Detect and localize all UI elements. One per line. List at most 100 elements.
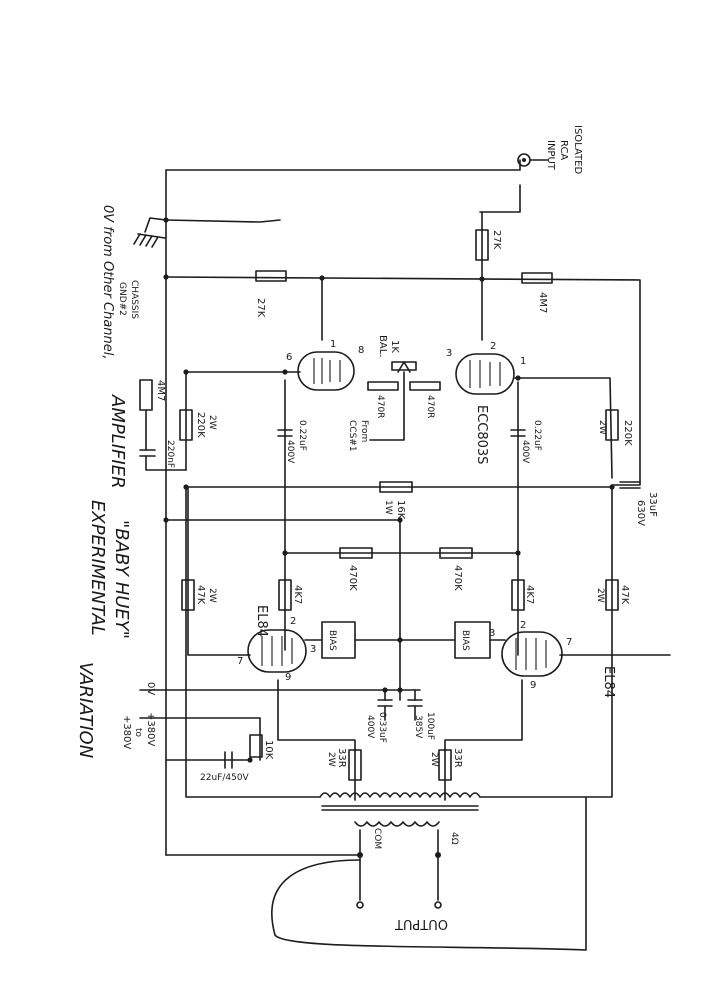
- label-cap-psu: 22uF/450V: [200, 773, 250, 783]
- bias-label-right: BIAS: [460, 630, 470, 651]
- label-cap-220nf: 220nF: [165, 440, 175, 468]
- resistor-4k7-right: [511, 579, 525, 611]
- label-47k-right: 47K: [619, 585, 630, 605]
- label-cap-bias-a: 0.33uF: [377, 712, 387, 743]
- el84-left-label: EL84: [254, 605, 269, 637]
- tube-el84-right: [501, 631, 563, 677]
- resistor-470r-left: [367, 381, 399, 391]
- other-channel-note: 0V from Other Channel,: [100, 205, 115, 360]
- label-cap-bias-b-v: 385V: [413, 715, 423, 739]
- supply-hv: +380V: [145, 712, 156, 746]
- resistor-33r-right: [438, 749, 452, 781]
- title-mid: EXPERIMENTAL: [87, 500, 108, 636]
- rca-input-jack: [517, 153, 549, 167]
- label-220k-left: 220K: [195, 412, 206, 438]
- balance-value: 1K: [389, 340, 400, 353]
- bias-label-left: BIAS: [327, 630, 337, 651]
- supply-0v: 0V: [145, 682, 156, 695]
- output-com: COM: [372, 828, 382, 849]
- tube-ecc803s-left: [297, 351, 355, 391]
- chassis-label: CHASSIS: [129, 280, 139, 319]
- label-cap-33uf: 33uF: [647, 492, 658, 517]
- label-cap-b: 0.22uF: [532, 420, 542, 451]
- label-cap-bias-b: 100uF: [425, 712, 435, 740]
- label-cap-a: 0.22uF: [297, 420, 307, 451]
- el84-right-pin-7: 7: [566, 637, 572, 648]
- resistor-47k-right: [605, 579, 619, 611]
- from-ccs-1: From: [359, 420, 369, 442]
- bias-box-right: [454, 621, 491, 659]
- output-ohms: 4Ω: [449, 832, 459, 845]
- title-bottom: VARIATION: [75, 662, 96, 758]
- label-47k-right-w: 2W: [595, 588, 605, 603]
- label-33r-right-w: 2W: [429, 752, 439, 767]
- supply-to: to: [133, 728, 143, 738]
- label-33r-right: 33R: [452, 748, 463, 768]
- label-470r-right: 470R: [425, 395, 435, 418]
- wiring: [139, 159, 671, 951]
- chassis-gnd-label: GND#2: [117, 282, 127, 316]
- output-transformer: [319, 792, 481, 909]
- resistor-16k: [379, 481, 413, 493]
- resistors: [139, 229, 619, 781]
- resistor-220k-left: [179, 409, 193, 441]
- resistor-27k-input: [475, 229, 489, 261]
- resistor-4k7-left: [278, 579, 292, 611]
- el84-left-pin-3: 3: [310, 644, 316, 655]
- label-4k7-right: 4K7: [524, 585, 535, 604]
- pin-1-left: 1: [330, 339, 336, 350]
- input-label-3: INPUT: [545, 140, 556, 171]
- subtitle: AMPLIFIER: [107, 394, 128, 489]
- pin-8-left: 8: [358, 345, 364, 356]
- chassis-ground-symbol: [133, 217, 167, 248]
- resistor-4m7-left: [139, 379, 153, 411]
- resistor-4m7-top: [521, 272, 553, 284]
- label-16k: 16K: [395, 500, 406, 520]
- label-470r-left: 470R: [375, 395, 385, 418]
- balance-name: BAL.: [377, 335, 388, 357]
- label-cap-b-v: 400V: [520, 440, 530, 464]
- label-47k-left-w: 2W: [207, 588, 217, 603]
- label-cap-bias-a-v: 400V: [365, 715, 375, 739]
- input-label-2: RCA: [558, 140, 569, 160]
- label-4m7-top: 4M7: [537, 292, 548, 313]
- el84-left-pin-7: 7: [237, 656, 243, 667]
- label-470k-right: 470K: [452, 565, 463, 591]
- junctions: [163, 217, 615, 858]
- label-470k-left: 470K: [347, 565, 358, 591]
- label-4k7-left: 4K7: [292, 585, 303, 604]
- resistor-220k-right: [605, 409, 619, 441]
- output-label: OUTPUT: [395, 916, 448, 931]
- label-16k-w: 1W: [383, 500, 393, 515]
- resistor-10k: [249, 734, 263, 758]
- tube-type-label: ECC803S: [474, 405, 489, 464]
- title-top: "BABY HUEY": [111, 520, 132, 639]
- label-cap-33uf-v: 630V: [635, 500, 646, 526]
- label-47k-left: 47K: [195, 585, 206, 605]
- pin-3-right: 3: [446, 348, 452, 359]
- label-27k-input: 27K: [491, 230, 502, 250]
- tube-el84-left: [247, 629, 307, 673]
- pin-1-right: 1: [520, 356, 526, 367]
- label-4m7-left: 4M7: [155, 380, 166, 401]
- capacitors: [139, 409, 641, 769]
- el84-right-pin-2: 2: [520, 620, 526, 631]
- el84-left-pin-9: 9: [285, 672, 291, 683]
- label-cap-a-v: 400V: [285, 440, 295, 464]
- el84-right-pin-3: 3: [489, 628, 495, 639]
- supply-hv2: +380V: [121, 715, 132, 749]
- label-33r-left: 33R: [336, 748, 347, 768]
- resistor-470k-right: [439, 547, 473, 559]
- resistor-470k-left: [339, 547, 373, 559]
- resistor-27k-top: [255, 270, 287, 282]
- label-33r-left-w: 2W: [326, 752, 336, 767]
- from-ccs-2: CCS#1: [347, 420, 357, 452]
- label-27k-top: 27K: [255, 298, 266, 318]
- resistor-33r-left: [348, 749, 362, 781]
- resistor-47k-left: [181, 579, 195, 611]
- resistor-470r-right: [409, 381, 441, 391]
- tube-ecc803s-right: [455, 353, 515, 395]
- label-220k-right: 220K: [622, 420, 633, 446]
